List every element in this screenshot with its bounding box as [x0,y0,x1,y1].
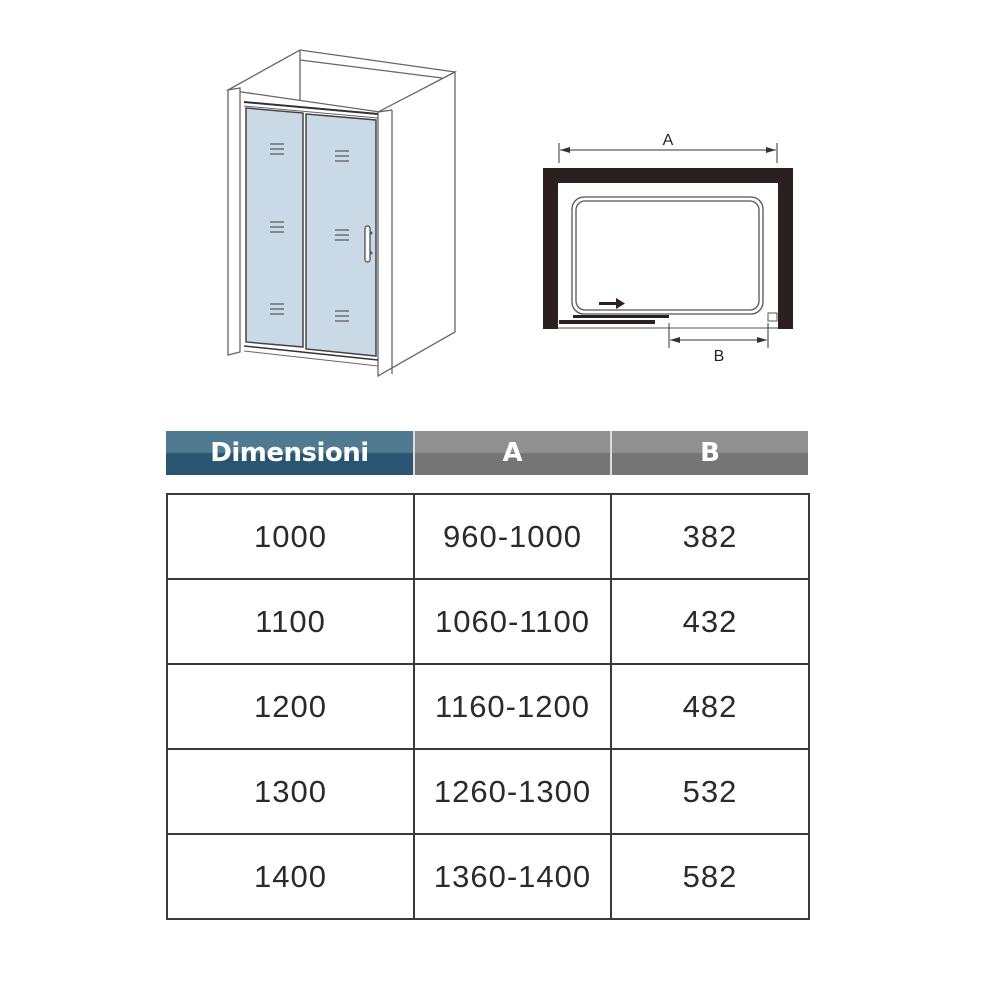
cell-a: 1160-1200 [413,663,612,750]
cell-a: 960-1000 [413,493,612,580]
cell-dimension: 1100 [166,578,415,665]
table-row: 1100 1060-1100 432 [166,578,810,665]
arrow-right-icon [599,298,625,309]
dimension-a-label: A [663,132,674,149]
table-row: 1300 1260-1300 532 [166,748,810,835]
cell-dimension: 1200 [166,663,415,750]
dimension-b-label: B [714,348,725,365]
dimensions-table-header: Dimensioni A B [166,431,808,475]
cell-b: 432 [610,578,810,665]
dimensions-table: 1000 960-1000 382 1100 1060-1100 432 120… [166,493,810,920]
cell-a: 1260-1300 [413,748,612,835]
cell-b: 382 [610,493,810,580]
header-a: A [413,431,610,475]
table-row: 1400 1360-1400 582 [166,833,810,920]
shower-plan-view-diagram: A B [543,132,793,365]
cell-b: 482 [610,663,810,750]
table-row: 1000 960-1000 382 [166,493,810,580]
shower-door-perspective-illustration [226,49,458,378]
cell-dimension: 1300 [166,748,415,835]
cell-b: 582 [610,833,810,920]
cell-b: 532 [610,748,810,835]
cell-a: 1060-1100 [413,578,612,665]
table-row: 1200 1160-1200 482 [166,663,810,750]
header-b: B [610,431,808,475]
cell-a: 1360-1400 [413,833,612,920]
header-dimensioni: Dimensioni [166,431,413,475]
cell-dimension: 1000 [166,493,415,580]
cell-dimension: 1400 [166,833,415,920]
